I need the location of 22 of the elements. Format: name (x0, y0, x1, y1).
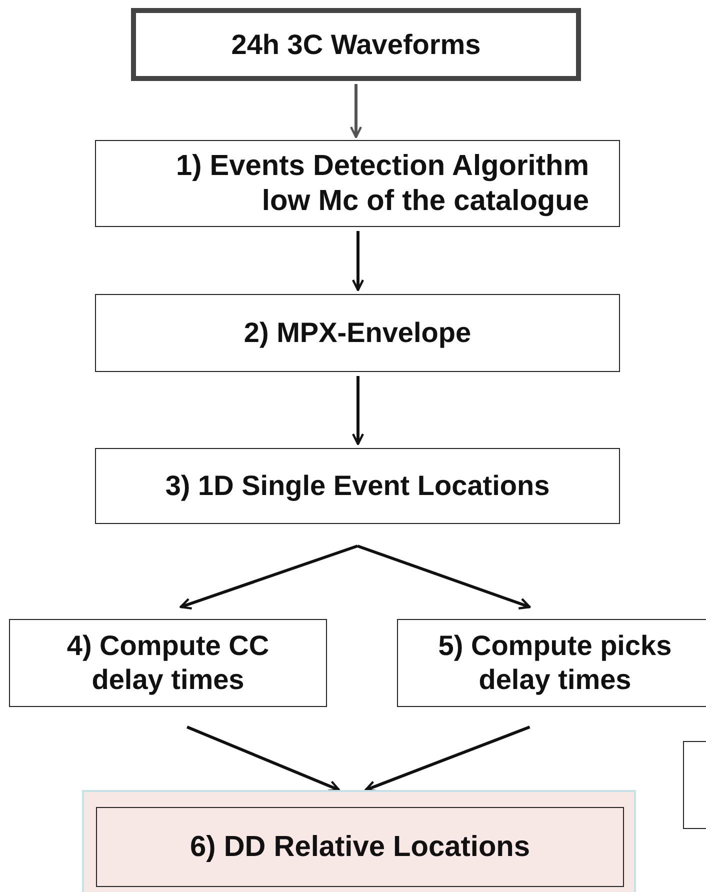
result-box (96, 807, 624, 887)
arrow (352, 376, 364, 446)
node-label: 3) 1D Single Event Locations (165, 469, 550, 503)
process-box (95, 140, 620, 227)
node-label: 4) Compute CC delay times (66, 629, 270, 697)
highlight-panel (82, 790, 636, 892)
arrow (186, 726, 340, 792)
node-label: 5) Compute picks delay times (437, 629, 673, 697)
node-label: 2) MPX-Envelope (244, 316, 472, 350)
arrow (364, 726, 530, 792)
process-box (131, 8, 581, 81)
node-label: 1) Events Detection Algorithm low Mc of the catalogue (174, 148, 589, 218)
arrow (180, 544, 358, 610)
node-label: 6) DD Relative Locations (190, 830, 530, 864)
process-box (95, 294, 620, 372)
process-box (397, 619, 706, 707)
process-box (9, 619, 327, 707)
process-box (95, 448, 620, 524)
arrow (352, 231, 364, 292)
arrow (350, 84, 362, 138)
arrow (357, 544, 531, 610)
node-label: 24h 3C Waveforms (231, 28, 481, 62)
